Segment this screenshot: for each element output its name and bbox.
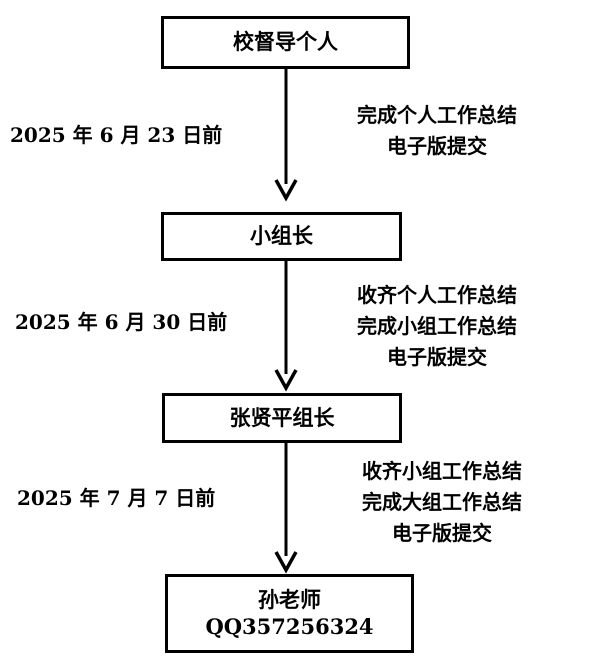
task-line: 电子版提交 (387, 134, 487, 158)
task-note-1: 完成个人工作总结 电子版提交 (357, 100, 517, 162)
contact-qq: QQ357256324 (205, 613, 374, 639)
node-label: 小组长 (250, 223, 313, 249)
deadline-1: 2025 年 6 月 23 日前 (10, 123, 223, 147)
node-teacher: 孙老师 QQ357256324 (165, 574, 414, 653)
deadline-3: 2025 年 7 月 7 日前 (17, 486, 216, 510)
node-team-leader: 小组长 (161, 212, 402, 261)
task-line: 收齐个人工作总结 (357, 283, 517, 307)
task-note-3: 收齐小组工作总结 完成大组工作总结 电子版提交 (362, 456, 522, 549)
node-school-supervisor: 校督导个人 (161, 16, 410, 69)
task-line: 完成个人工作总结 (357, 103, 517, 127)
arrow-1 (274, 69, 298, 202)
task-line: 完成大组工作总结 (362, 490, 522, 514)
task-note-2: 收齐个人工作总结 完成小组工作总结 电子版提交 (357, 280, 517, 373)
node-group-leader: 张贤平组长 (162, 393, 402, 443)
node-label: 校督导个人 (233, 29, 338, 55)
deadline-2: 2025 年 6 月 30 日前 (15, 310, 228, 334)
task-line: 完成小组工作总结 (357, 314, 517, 338)
task-line: 电子版提交 (392, 521, 492, 545)
task-line: 收齐小组工作总结 (362, 459, 522, 483)
arrow-3 (274, 443, 298, 574)
task-line: 电子版提交 (387, 345, 487, 369)
node-label: 张贤平组长 (229, 404, 335, 430)
node-label: 孙老师 (258, 587, 321, 613)
arrow-2 (274, 261, 298, 392)
